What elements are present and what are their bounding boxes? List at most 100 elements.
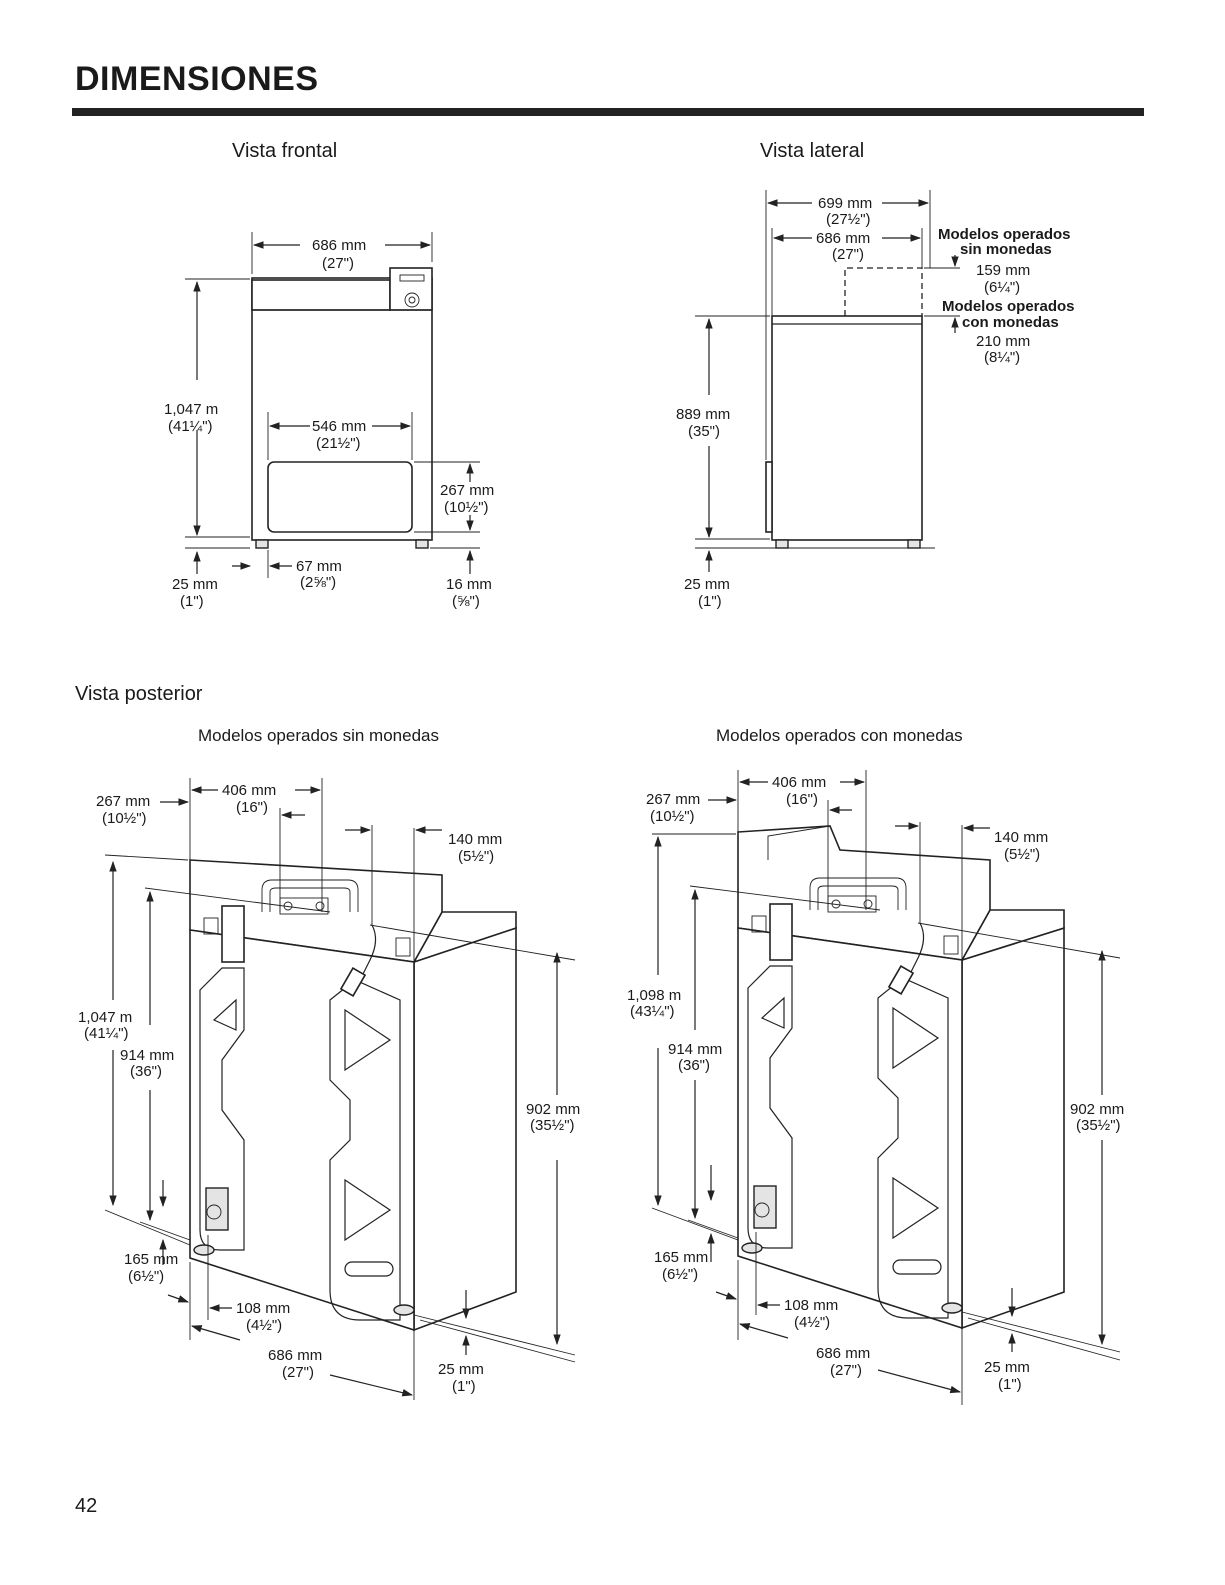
side-depth-699-in: (27½") (826, 211, 871, 228)
side-foot-mm: 25 mm (684, 576, 730, 593)
rear-left-bracket-left (199, 967, 245, 1251)
rear-left-cord (354, 924, 377, 991)
rear-right-406-mm: 406 mm (772, 774, 826, 791)
rear-right-267-in: (10½") (650, 808, 695, 825)
side-nocoin-label-1: Modelos operados (938, 226, 1071, 243)
side-dimension-labels: 699 mm (27½") 686 mm (27") Modelos opera… (676, 195, 1075, 610)
rear-right-902-mm: 902 mm (1070, 1101, 1124, 1118)
rear-right-25-in: (1") (998, 1376, 1022, 1393)
front-height-in: (41¼") (168, 418, 213, 435)
rear-view-heading: Vista posterior (75, 683, 203, 705)
rear-left-686-in: (27") (282, 1364, 314, 1381)
rear-left-dimension-labels: 406 mm (16") 267 mm (10½") 140 mm (5½") … (78, 782, 580, 1395)
rear-left-height-mm: 1,047 m (78, 1009, 132, 1026)
rear-right-bracket-right (877, 977, 949, 1319)
side-left-foot (775, 539, 789, 549)
rear-left-height-in: (41¼") (84, 1025, 129, 1042)
front-right-foot (415, 539, 429, 549)
front-foot-mm: 25 mm (172, 576, 218, 593)
rear-right-side-panel (961, 926, 1065, 1330)
rear-right-686-mm: 686 mm (816, 1345, 870, 1362)
rear-right-165-mm: 165 mm (654, 1249, 708, 1266)
front-width-in: (27") (322, 255, 354, 272)
front-control-console (251, 279, 391, 311)
side-dimension-lines (695, 190, 960, 572)
front-leg-mm: 16 mm (446, 576, 492, 593)
title-rule (72, 108, 1144, 116)
front-foot-in: (1") (180, 593, 204, 610)
rear-right-165-in: (6½") (662, 1266, 698, 1283)
rear-right-handle (809, 877, 907, 910)
rear-right-108-mm: 108 mm (784, 1297, 838, 1314)
rear-right-686-in: (27") (830, 1362, 862, 1379)
side-cabinet (771, 315, 923, 541)
rear-left-foot-1 (193, 1244, 215, 1256)
side-lower-edge (765, 461, 773, 533)
side-nocoin-in: (6¼") (984, 279, 1020, 296)
side-depth-686-in: (27") (832, 246, 864, 263)
rear-right-bracket-left (747, 965, 793, 1249)
front-leg-in: (⅝") (452, 593, 480, 610)
rear-left-dimension-lines (104, 778, 576, 1400)
rear-right-902-in: (35½") (1076, 1117, 1121, 1134)
front-door-width-in: (21½") (316, 435, 361, 452)
rear-right-cord (902, 922, 925, 989)
rear-right-height-in: (43¼") (630, 1003, 675, 1020)
rear-right-914-in: (36") (678, 1057, 710, 1074)
side-nocoin-mm: 159 mm (976, 262, 1030, 279)
rear-left-bracket-right (329, 979, 401, 1321)
side-coin-mm: 210 mm (976, 333, 1030, 350)
front-lower-panel (267, 461, 413, 533)
rear-left-140-in: (5½") (458, 848, 494, 865)
rear-left-902-in: (35½") (530, 1117, 575, 1134)
rear-right-water-inlet (753, 1185, 777, 1229)
rear-left-108-in: (4½") (246, 1317, 282, 1334)
side-height-in: (35") (688, 423, 720, 440)
front-view-drawing (251, 267, 433, 549)
rear-left-165-mm: 165 mm (124, 1251, 178, 1268)
rear-right-914-mm: 914 mm (668, 1041, 722, 1058)
front-coin-box (389, 267, 433, 311)
rear-left-drawing (189, 859, 517, 1332)
rear-right-140-mm: 140 mm (994, 829, 1048, 846)
rear-right-foot-2 (941, 1302, 963, 1314)
rear-left-25-in: (1") (452, 1378, 476, 1395)
front-width-mm: 686 mm (312, 237, 366, 254)
side-depth-686-mm: 686 mm (816, 230, 870, 247)
rear-right-dimension-lines (651, 770, 1121, 1405)
rear-left-165-in: (6½") (128, 1268, 164, 1285)
rear-left-686-mm: 686 mm (268, 1347, 322, 1364)
rear-right-25-mm: 25 mm (984, 1359, 1030, 1376)
side-view-drawing (765, 267, 923, 549)
rear-right-dimension-labels: 406 mm (16") 267 mm (10½") 140 mm (5½") … (627, 774, 1124, 1393)
rear-left-914-mm: 914 mm (120, 1047, 174, 1064)
front-left-foot (255, 539, 269, 549)
rear-left-406-in: (16") (236, 799, 268, 816)
side-foot-in: (1") (698, 593, 722, 610)
side-height-mm: 889 mm (676, 406, 730, 423)
rear-left-108-mm: 108 mm (236, 1300, 290, 1317)
rear-left-hose-bracket (221, 905, 245, 963)
rear-right-hose-bracket (769, 903, 793, 961)
front-dimension-lines (185, 232, 480, 578)
front-door-height-mm: 267 mm (440, 482, 494, 499)
rear-left-267-mm: 267 mm (96, 793, 150, 810)
rear-left-side-panel (413, 926, 517, 1332)
rear-left-902-mm: 902 mm (526, 1101, 580, 1118)
rear-left-handle (261, 879, 359, 912)
side-depth-699-mm: 699 mm (818, 195, 872, 212)
side-coin-box-outline (844, 267, 923, 316)
rear-left-top-housing (189, 859, 443, 963)
rear-right-subheading: Modelos operados con monedas (716, 726, 963, 745)
side-nocoin-label-2: sin monedas (960, 241, 1052, 258)
rear-left-foot-2 (393, 1304, 415, 1316)
side-right-foot (907, 539, 921, 549)
rear-right-height-mm: 1,098 m (627, 987, 681, 1004)
front-offset-mm: 67 mm (296, 558, 342, 575)
rear-right-406-in: (16") (786, 791, 818, 808)
front-dimension-labels: 686 mm (27") 1,047 m (41¼") 546 mm (21½"… (164, 237, 494, 610)
rear-right-foot-1 (741, 1242, 763, 1254)
page-title: DIMENSIONES (75, 60, 319, 98)
rear-right-140-in: (5½") (1004, 846, 1040, 863)
